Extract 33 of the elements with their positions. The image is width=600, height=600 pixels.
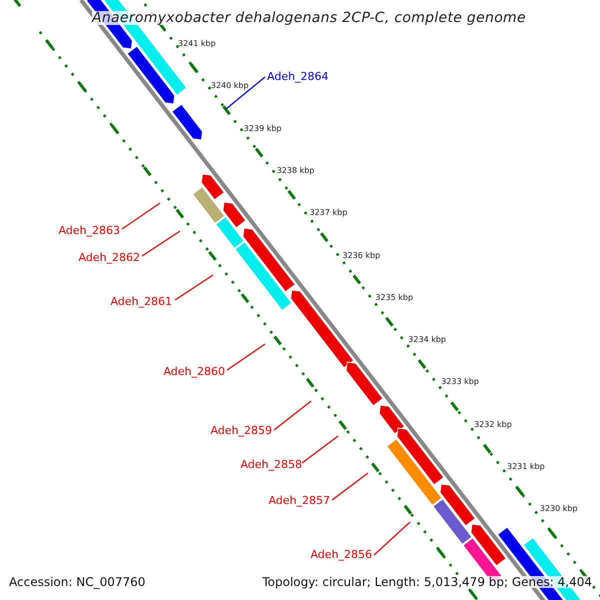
leader-line [122,202,160,230]
leader-line [274,400,312,430]
position-label: 3241 kbp [178,40,216,48]
gene-label: Adeh_2859 [210,425,272,436]
leader-line [332,472,368,500]
gene-label: Adeh_2861 [110,296,172,307]
position-label: 3234 kbp [408,336,446,344]
position-label: 3236 kbp [342,252,380,260]
leader-line [302,436,338,464]
position-label: 3240 kbp [210,82,249,90]
position-label: 3239 kbp [244,124,282,133]
position-label: 3231 kbp [507,463,545,471]
gene-label: Adeh_2863 [58,225,120,236]
leader-line [142,230,180,256]
leader-line [174,274,214,300]
gene-label: Adeh_2856 [310,549,372,560]
leader-line [226,344,266,370]
leader-line [226,76,266,110]
title: Anaeromyxobacter dehalogenans 2CP-C, complete genome [92,11,526,25]
gene-label: Adeh_2864 [267,71,329,82]
position-label: 3235 kbp [375,294,414,302]
position-label: 3233 kbp [441,378,479,386]
position-label: 3230 kbp [540,505,578,514]
gene-label: Adeh_2860 [163,366,225,377]
position-label: 3238 kbp [276,166,314,175]
summary-text: Topology: circular; Length: 5,013,479 bp; Genes: 4,404 [262,576,592,588]
gene-label: Adeh_2862 [78,252,140,263]
leader-line [374,522,410,556]
position-label: 3232 kbp [474,420,512,429]
gene-label: Adeh_2858 [240,459,302,470]
position-label: 3237 kbp [310,209,348,218]
accession-text: Accession: NC_007760 [9,576,146,588]
gene-label: Adeh_2857 [268,495,330,506]
